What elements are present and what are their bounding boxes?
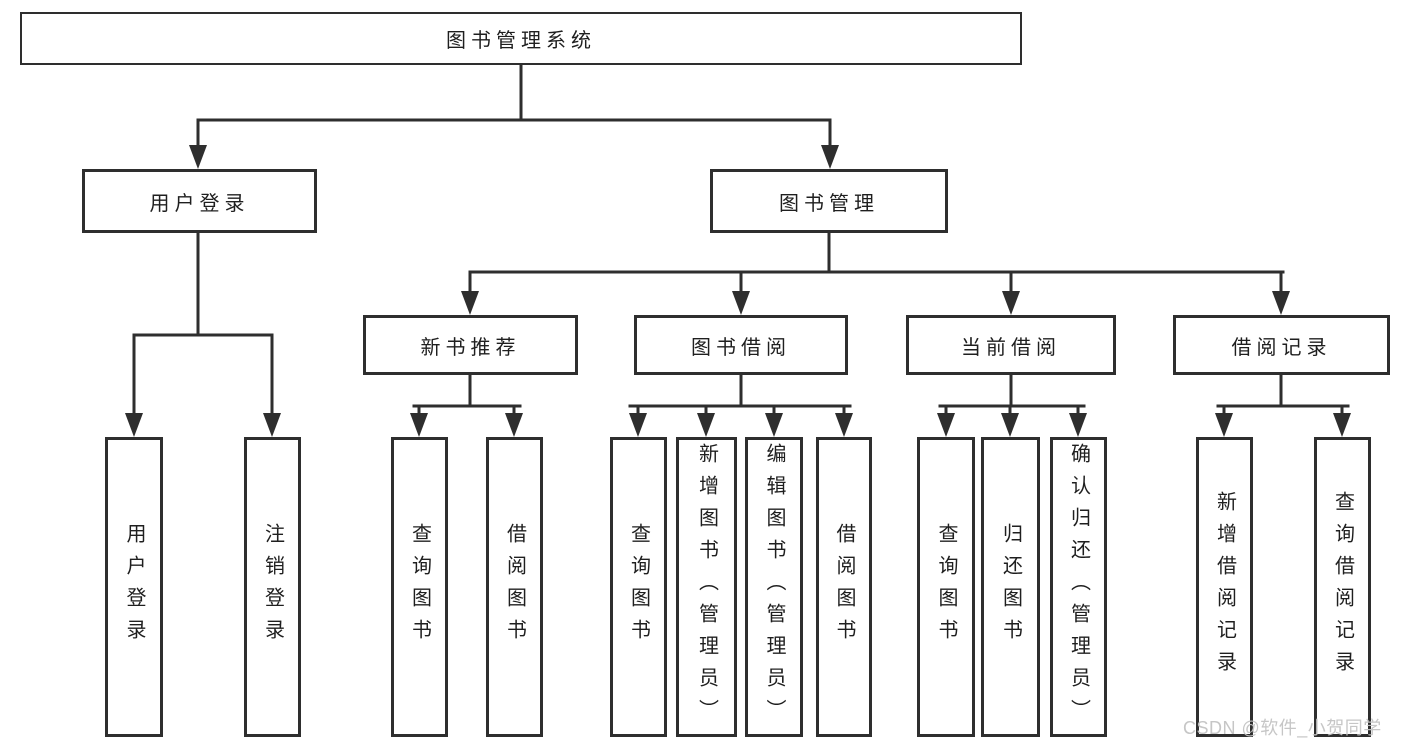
leaf-borrow-borrow-books: 借阅图书 [816, 437, 872, 737]
arrowhead [765, 413, 783, 437]
node-label: 图书管理 [779, 192, 879, 215]
node-label: 新书推荐 [420, 336, 521, 359]
leaf-label: 归还图书 [999, 523, 1022, 651]
connector-lines [132, 63, 1350, 417]
node-book-borrow: 图书借阅 [634, 315, 848, 375]
node-label: 图书管理系统 [446, 30, 596, 52]
leaf-label: 编辑图书（管理员） [763, 443, 785, 731]
arrowhead [629, 413, 647, 437]
leaf-current-query-books: 查询图书 [917, 437, 975, 737]
node-current-borrow: 当前借阅 [906, 315, 1116, 375]
leaf-current-return-books: 归还图书 [981, 437, 1040, 737]
leaf-user-login: 用户登录 [105, 437, 163, 737]
leaf-recommend-query-books: 查询图书 [391, 437, 448, 737]
node-label: 图书借阅 [691, 336, 791, 359]
leaf-logout: 注销登录 [244, 437, 301, 737]
arrowhead [821, 145, 839, 169]
arrowhead [505, 413, 523, 437]
arrowhead [189, 145, 207, 169]
leaf-label: 查询图书 [935, 523, 957, 651]
leaf-label: 用户登录 [123, 523, 145, 651]
leaf-records-add-record: 新增借阅记录 [1196, 437, 1253, 737]
arrowhead [1215, 413, 1233, 437]
leaf-current-confirm-return-admin: 确认归还（管理员） [1050, 437, 1107, 737]
leaf-label: 注销登录 [261, 523, 284, 651]
arrowhead [263, 413, 281, 437]
node-library-management-system: 图书管理系统 [20, 12, 1022, 65]
leaf-label: 确认归还（管理员） [1067, 443, 1090, 731]
leaf-borrow-add-books-admin: 新增图书（管理员） [676, 437, 737, 737]
node-new-book-recommend: 新书推荐 [363, 315, 578, 375]
arrowhead [697, 413, 715, 437]
leaf-label: 新增图书（管理员） [695, 443, 718, 731]
arrowhead [125, 413, 143, 437]
arrowhead [1002, 291, 1020, 315]
leaf-records-query-record: 查询借阅记录 [1314, 437, 1371, 737]
leaf-label: 借阅图书 [503, 523, 526, 651]
node-book-management: 图书管理 [710, 169, 948, 233]
arrowhead [1333, 413, 1351, 437]
arrowhead [1001, 413, 1019, 437]
leaf-label: 查询图书 [627, 523, 650, 651]
node-label: 用户登录 [149, 192, 250, 215]
leaf-label: 查询图书 [408, 523, 431, 651]
node-label: 借阅记录 [1231, 336, 1332, 359]
arrowhead [835, 413, 853, 437]
node-user-login: 用户登录 [82, 169, 317, 233]
leaf-recommend-borrow-books: 借阅图书 [486, 437, 543, 737]
leaf-borrow-query-books: 查询图书 [610, 437, 667, 737]
node-label: 当前借阅 [961, 336, 1061, 359]
arrowhead [937, 413, 955, 437]
leaf-label: 查询借阅记录 [1331, 491, 1354, 683]
csdn-watermark: CSDN @软件_小贺同学 [1183, 718, 1382, 738]
arrowhead [461, 291, 479, 315]
leaf-label: 新增借阅记录 [1213, 491, 1236, 683]
arrowheads [125, 145, 1351, 437]
leaf-borrow-edit-books-admin: 编辑图书（管理员） [745, 437, 803, 737]
leaf-label: 借阅图书 [833, 523, 855, 651]
arrowhead [1069, 413, 1087, 437]
arrowhead [1272, 291, 1290, 315]
arrowhead [732, 291, 750, 315]
node-borrow-records: 借阅记录 [1173, 315, 1390, 375]
arrowhead [410, 413, 428, 437]
